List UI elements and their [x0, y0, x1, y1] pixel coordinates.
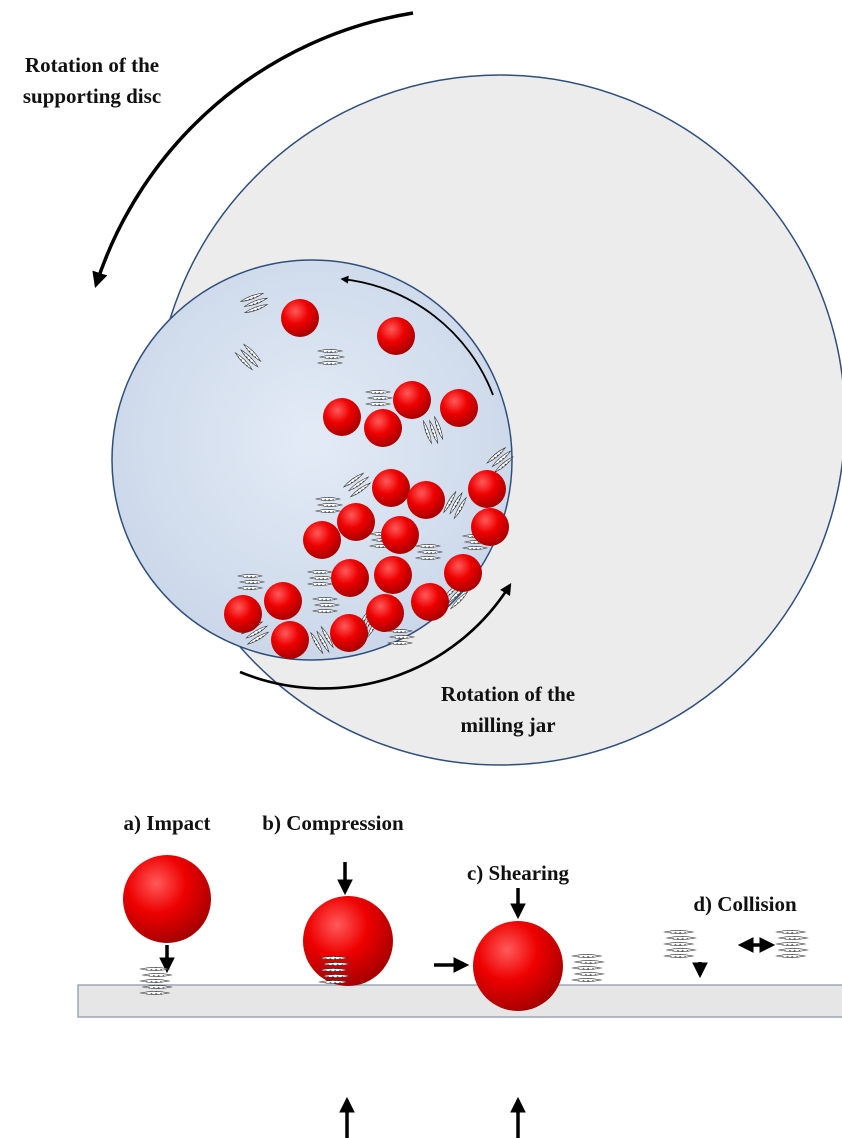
- disc-rotation-label-line2: supporting disc: [23, 84, 161, 108]
- impact-illustration: [123, 855, 211, 995]
- shearing-label: c) Shearing: [467, 861, 570, 885]
- jar-rotation-label-line2: milling jar: [460, 713, 555, 737]
- compression-label: b) Compression: [262, 811, 404, 835]
- milling-balls: [224, 299, 509, 659]
- shearing-illustration: [434, 888, 604, 1138]
- jar-rotation-arrow-top: [340, 275, 494, 396]
- base-plate: [77, 984, 842, 1018]
- impact-label: a) Impact: [124, 811, 211, 835]
- collision-label: d) Collision: [693, 892, 797, 916]
- compression-illustration: [303, 862, 393, 1138]
- collision-illustration: [664, 930, 807, 979]
- disc-rotation-label-line1: Rotation of the: [25, 53, 159, 77]
- disc-rotation-arrow: [92, 11, 414, 288]
- jar-rotation-label-line1: Rotation of the: [441, 682, 575, 706]
- milling-jar: [111, 259, 513, 661]
- jar-rotation-arrow-bottom: [239, 583, 512, 690]
